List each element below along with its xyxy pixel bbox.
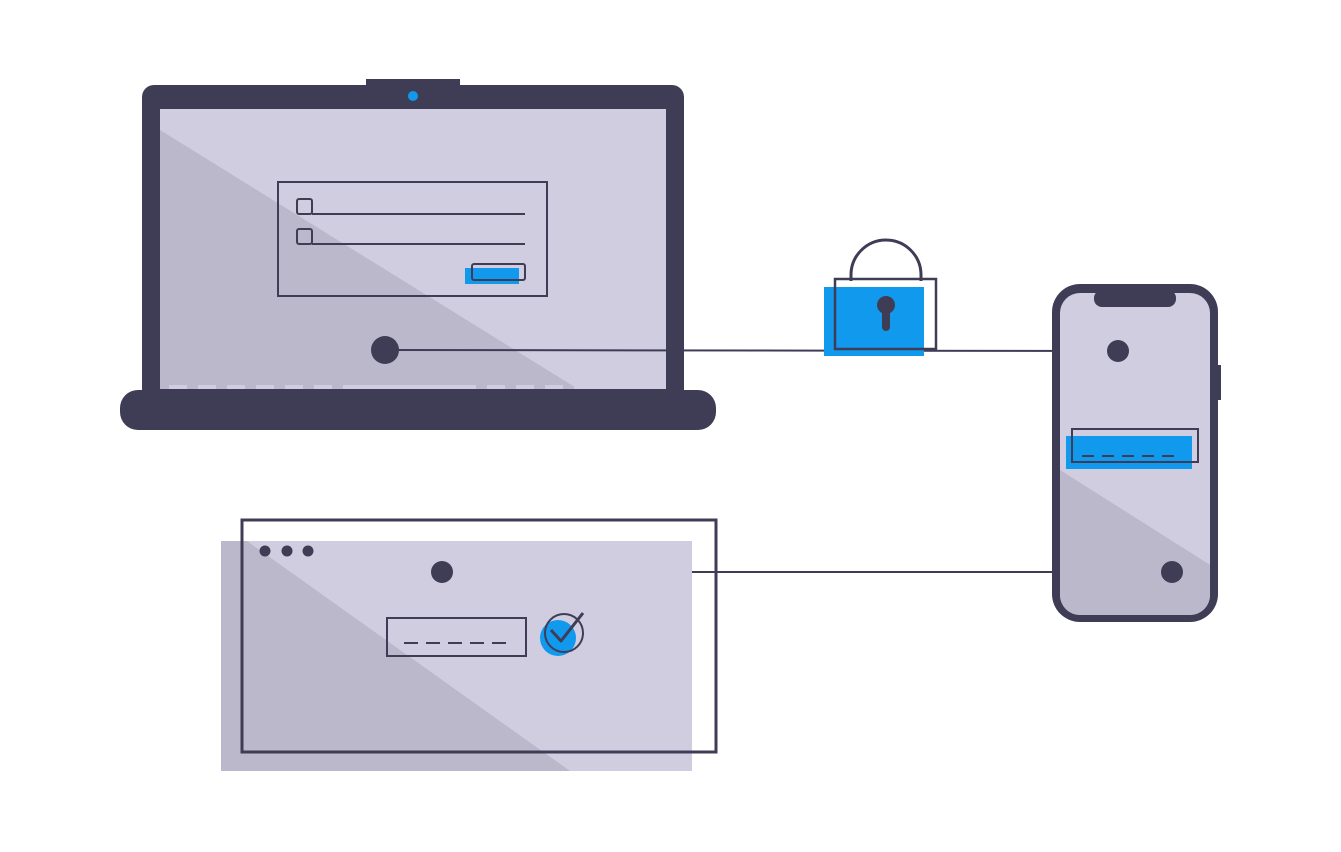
laptop-keyboard: [169, 385, 650, 389]
login-checkbox-2: [296, 228, 313, 245]
browser-window-icon: [221, 518, 718, 771]
key: [314, 385, 332, 389]
key: [487, 385, 505, 389]
smartphone-icon: [1052, 284, 1221, 622]
key: [227, 385, 245, 389]
padlock-body-accent: [824, 287, 924, 356]
browser-code-field: [386, 617, 527, 657]
login-checkbox-1: [296, 198, 313, 215]
laptop-webcam: [408, 91, 418, 101]
window-control-dot: [302, 545, 314, 557]
connection-node-phone-bottom: [1161, 561, 1183, 583]
padlock-shackle: [849, 238, 923, 281]
key: [169, 385, 187, 389]
padlock-icon: [824, 238, 938, 356]
window-control-dot: [259, 545, 271, 557]
key: [632, 385, 650, 389]
connection-node-phone-top: [1107, 340, 1129, 362]
window-control-dot: [281, 545, 293, 557]
login-submit-accent: [465, 268, 519, 284]
phone-screen-shade: [1060, 470, 1210, 615]
laptop-screen-shade: [160, 130, 578, 389]
check-circle-icon: [540, 612, 585, 656]
login-submit-button: [471, 263, 526, 281]
login-form-card: [277, 181, 548, 297]
laptop-icon: [120, 79, 716, 430]
browser-frame: [240, 518, 718, 754]
phone-code-field-accent: [1066, 436, 1192, 469]
key: [603, 385, 621, 389]
key: [574, 385, 592, 389]
laptop-base: [120, 390, 716, 430]
connection-node-browser: [431, 561, 453, 583]
phone-code-field: [1071, 428, 1199, 463]
connection-node-laptop: [371, 336, 399, 364]
checkmark: [549, 612, 585, 643]
key: [545, 385, 563, 389]
connection-line-laptop-phone: [384, 349, 1119, 352]
key: [285, 385, 303, 389]
check-outline: [544, 613, 584, 653]
phone-notch: [1094, 290, 1176, 307]
key: [198, 385, 216, 389]
padlock-body-outline: [833, 277, 938, 351]
key: [516, 385, 534, 389]
key: [256, 385, 274, 389]
spacebar: [343, 385, 476, 389]
keyhole-slot: [882, 305, 890, 331]
